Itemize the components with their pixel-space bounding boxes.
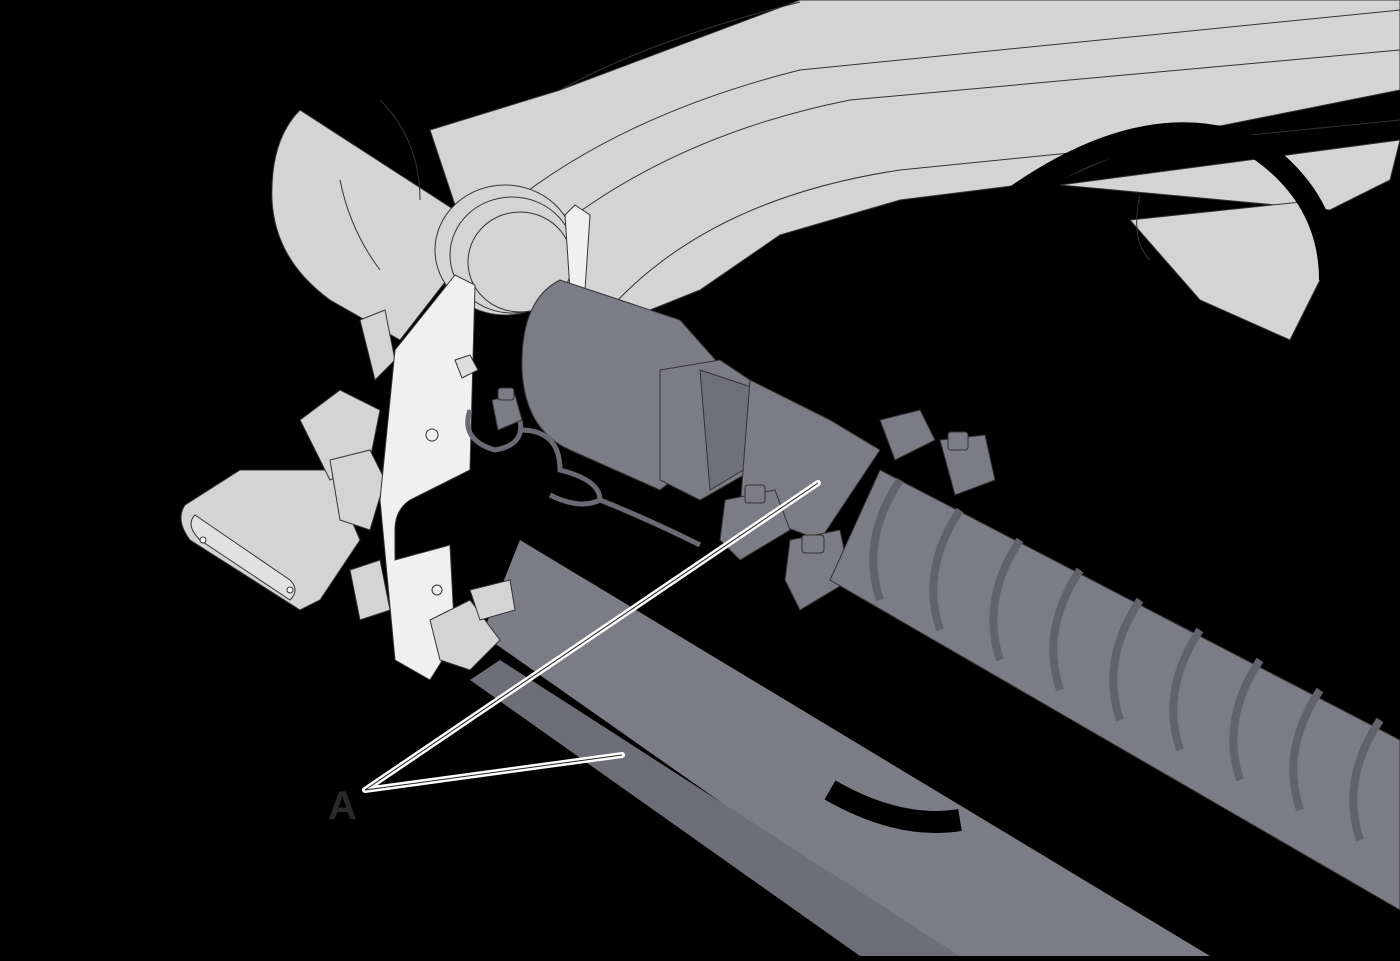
leader-lines — [362, 480, 821, 793]
shackle-chain — [465, 409, 702, 548]
valve-body — [180, 309, 396, 621]
mounting-bracket — [379, 204, 591, 681]
lower-hoses — [470, 540, 1210, 956]
corrugated-hose — [829, 469, 1400, 911]
coupling-sleeve — [521, 279, 881, 541]
lower-fittings — [429, 579, 516, 671]
callout-label-a: A — [328, 784, 357, 828]
shackle-pin — [491, 387, 523, 431]
black-cable — [1003, 122, 1341, 281]
